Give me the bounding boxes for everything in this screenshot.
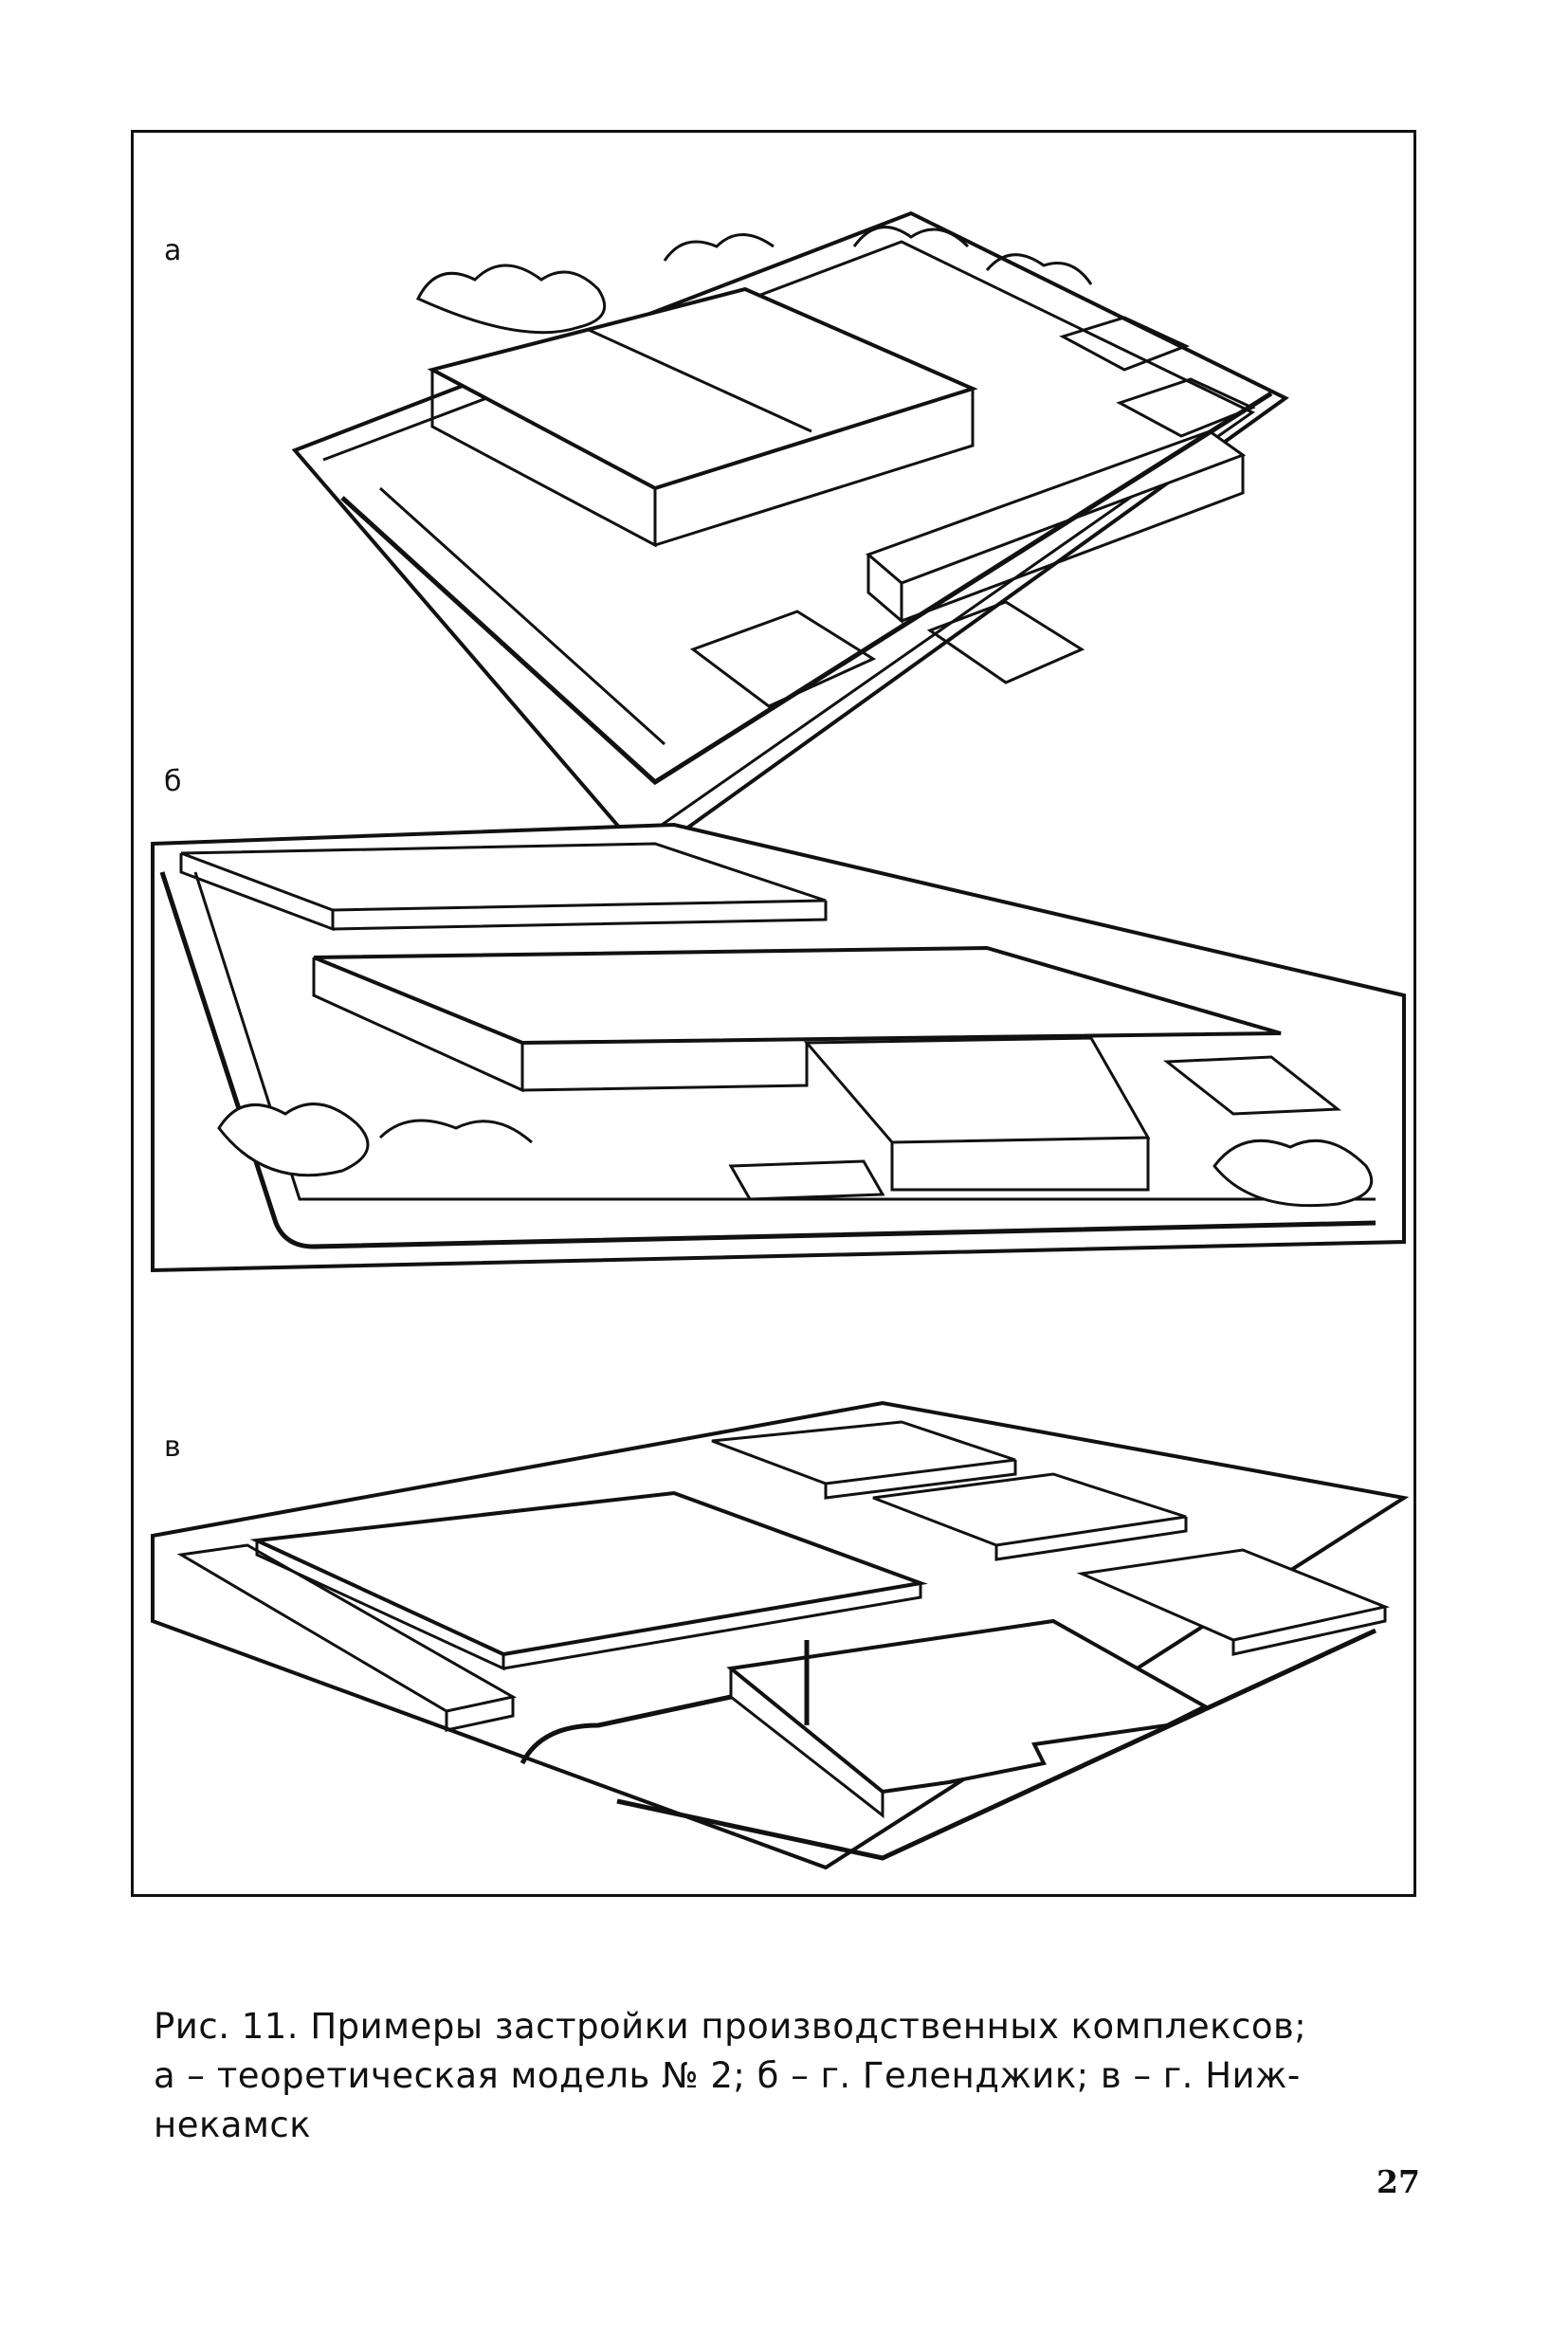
figure-frame: а: [131, 130, 1416, 1897]
page-number: 27: [1377, 2163, 1420, 2200]
panel-label-v: в: [164, 1431, 181, 1464]
figure-caption: Рис. 11. Примеры застройки производствен…: [154, 2002, 1462, 2150]
caption-line-3: некамск: [154, 2105, 312, 2145]
panel-label-a: а: [164, 234, 182, 267]
drawing-panel-b: [151, 822, 1406, 1273]
caption-line-1: Рис. 11. Примеры застройки производствен…: [154, 2006, 1307, 2047]
panel-label-b: б: [164, 765, 182, 798]
drawing-panel-v: [151, 1400, 1410, 1870]
drawing-panel-a: [291, 210, 1289, 861]
caption-line-2: а – теоретическая модель № 2; б – г. Гел…: [154, 2055, 1301, 2096]
